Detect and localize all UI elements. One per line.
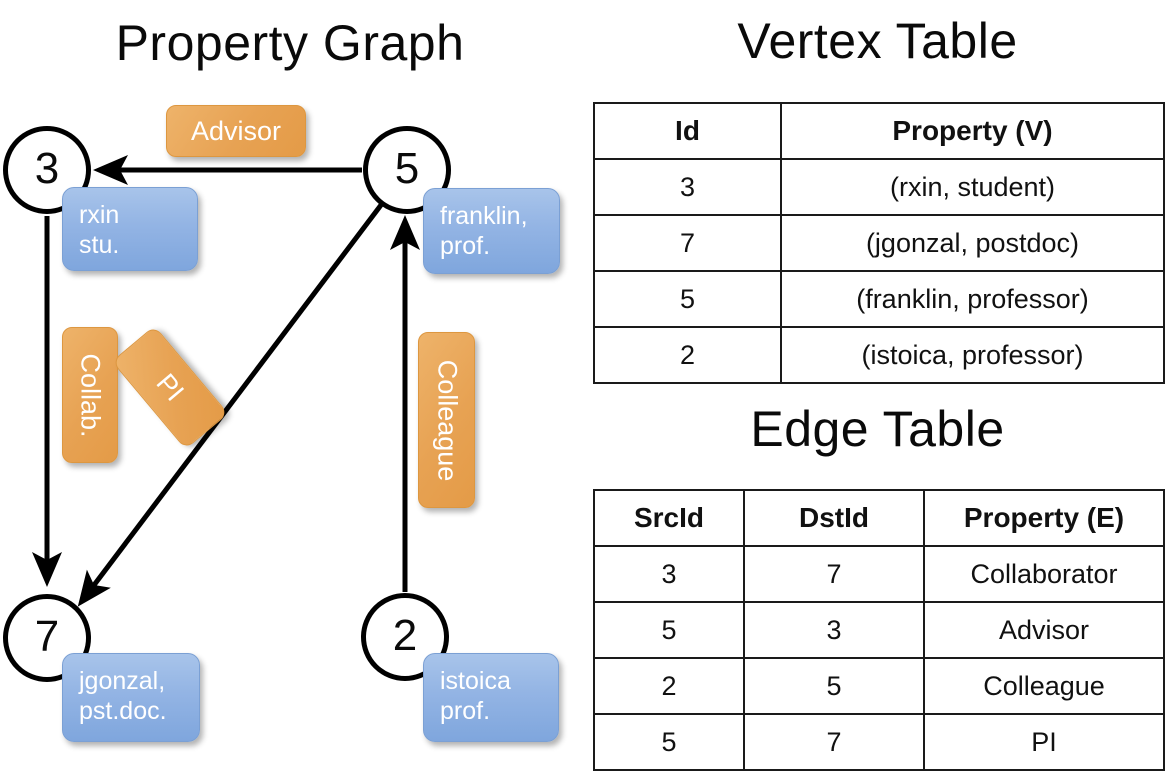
- edge-dstid-cell: 7: [743, 713, 925, 771]
- node-2-property-line-1: istoica: [440, 667, 511, 695]
- edge-dstid-cell: 3: [743, 601, 925, 659]
- table-row: 5 3 Advisor: [593, 601, 1165, 659]
- page-title-edge-table: Edge Table: [750, 401, 1005, 457]
- edge-label-collab-text: Collab.: [75, 352, 106, 438]
- table-row: 3 (rxin, student): [593, 158, 1165, 216]
- table-row: 2 5 Colleague: [593, 657, 1165, 715]
- table-row: 3 7 Collaborator: [593, 545, 1165, 603]
- vertex-id-cell: 5: [593, 270, 782, 328]
- vertex-table-header-property: Property (V): [780, 102, 1165, 160]
- table-row: 7 (jgonzal, postdoc): [593, 214, 1165, 272]
- vertex-id-cell: 3: [593, 158, 782, 216]
- property-graph-panel: Property Graph Advisor Collab. PI Collea…: [0, 0, 585, 760]
- edge-property-cell: PI: [923, 713, 1165, 771]
- graph-edge-arrows: [32, 155, 420, 607]
- edge-label-advisor-text: Advisor: [190, 115, 282, 146]
- edge-property-cell: Colleague: [923, 657, 1165, 715]
- edge-srcid-cell: 2: [593, 657, 745, 715]
- vertex-id-cell: 2: [593, 326, 782, 384]
- table-row: 5 (franklin, professor): [593, 270, 1165, 328]
- graph-node-2-label: 2: [392, 611, 418, 660]
- edge-label-colleague: Colleague: [418, 332, 475, 508]
- edge-table-header-dstid: DstId: [743, 489, 925, 547]
- edge-table-header-row: SrcId DstId Property (E): [593, 489, 1165, 547]
- node-7-property-line-2: pst.doc.: [79, 697, 167, 725]
- edge-label-collab: Collab.: [62, 327, 118, 463]
- node-3-property-line-1: rxin: [79, 201, 120, 229]
- vertex-table-header-id: Id: [593, 102, 782, 160]
- vertex-property-cell: (franklin, professor): [780, 270, 1165, 328]
- edge-srcid-cell: 3: [593, 545, 745, 603]
- edge-table-header-srcid: SrcId: [593, 489, 745, 547]
- node-7-property-line-1: jgonzal,: [79, 667, 166, 695]
- node-5-property-box: franklin, prof.: [423, 188, 560, 274]
- edge-dstid-cell: 5: [743, 657, 925, 715]
- edge-table-header-property: Property (E): [923, 489, 1165, 547]
- vertex-table-header-row: Id Property (V): [593, 102, 1165, 160]
- vertex-table: Id Property (V) 3 (rxin, student) 7 (jgo…: [593, 102, 1165, 384]
- node-2-property-line-2: prof.: [440, 697, 491, 725]
- graph-node-7-label: 7: [34, 612, 60, 661]
- graph-node-5[interactable]: 5: [363, 126, 451, 214]
- page-title-property-graph: Property Graph: [115, 15, 465, 71]
- vertex-property-cell: (jgonzal, postdoc): [780, 214, 1165, 272]
- edge-srcid-cell: 5: [593, 601, 745, 659]
- edge-label-colleague-text: Colleague: [432, 359, 462, 481]
- table-row: 5 7 PI: [593, 713, 1165, 771]
- node-3-property-line-2: stu.: [79, 231, 120, 259]
- vertex-property-cell: (istoica, professor): [780, 326, 1165, 384]
- node-2-property-box: istoica prof.: [423, 653, 559, 742]
- vertex-id-cell: 7: [593, 214, 782, 272]
- node-7-property-box: jgonzal, pst.doc.: [62, 653, 200, 742]
- edge-table: SrcId DstId Property (E) 3 7 Collaborato…: [593, 489, 1165, 771]
- table-row: 2 (istoica, professor): [593, 326, 1165, 384]
- node-3-property-box: rxin stu.: [62, 187, 198, 271]
- vertex-property-cell: (rxin, student): [780, 158, 1165, 216]
- edge-srcid-cell: 5: [593, 713, 745, 771]
- node-5-property-line-1: franklin,: [440, 202, 528, 230]
- edge-property-cell: Collaborator: [923, 545, 1165, 603]
- edge-dstid-cell: 7: [743, 545, 925, 603]
- edge-label-advisor: Advisor: [166, 105, 306, 157]
- edge-label-pi-text: PI: [150, 367, 191, 407]
- page-title-vertex-table: Vertex Table: [737, 13, 1018, 69]
- graph-node-3-label: 3: [34, 144, 60, 193]
- graph-node-2[interactable]: 2: [361, 593, 449, 681]
- node-5-property-line-2: prof.: [440, 232, 491, 260]
- edge-5-to-7: [77, 203, 383, 607]
- graph-node-5-label: 5: [394, 144, 420, 193]
- edge-property-cell: Advisor: [923, 601, 1165, 659]
